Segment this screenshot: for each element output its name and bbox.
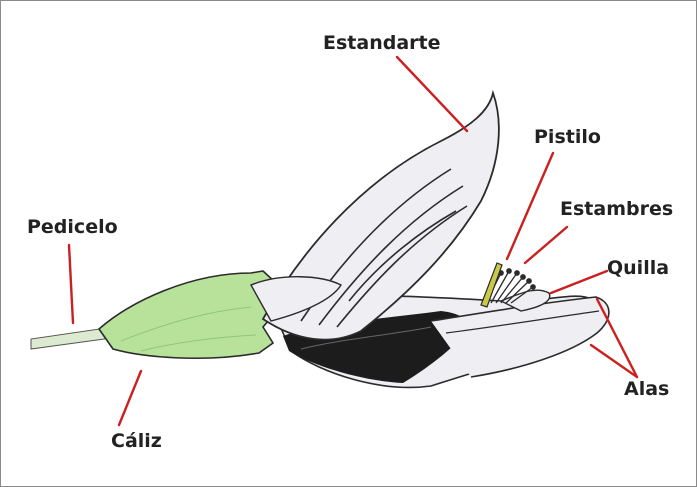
leader-estambres (525, 227, 567, 263)
leader-caliz (119, 371, 141, 425)
label-pedicelo: Pedicelo (27, 218, 118, 237)
label-quilla: Quilla (607, 259, 669, 278)
leader-estandarte (397, 57, 467, 131)
leader-pistilo (507, 153, 553, 259)
label-caliz: Cáliz (111, 432, 162, 451)
label-estandarte: Estandarte (323, 34, 440, 53)
leader-pedicelo (69, 245, 73, 323)
label-estambres: Estambres (560, 200, 673, 219)
calyx-shape (99, 271, 277, 358)
leader-quilla (551, 271, 607, 293)
label-pistilo: Pistilo (534, 128, 601, 147)
label-alas: Alas (624, 380, 669, 399)
leader-alas-1 (597, 299, 637, 377)
